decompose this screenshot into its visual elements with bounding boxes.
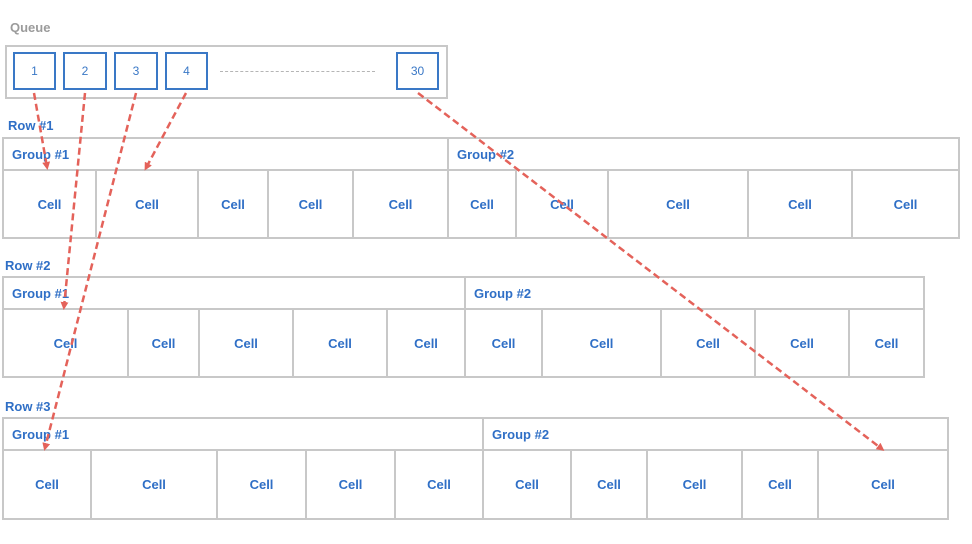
row1-g2-cell-3[interactable]: Cell bbox=[607, 169, 749, 239]
row1-g1-cell-5[interactable]: Cell bbox=[352, 169, 449, 239]
row1-g2-cell-1[interactable]: Cell bbox=[447, 169, 517, 239]
row3-g1-cell-1[interactable]: Cell bbox=[2, 449, 92, 520]
queue-item-4[interactable]: 4 bbox=[165, 52, 208, 90]
row-label-3: Row #3 bbox=[5, 399, 51, 414]
row3-g1-cell-4[interactable]: Cell bbox=[305, 449, 396, 520]
row3-g2-cell-1[interactable]: Cell bbox=[482, 449, 572, 520]
row2-group1-header: Group #1 bbox=[2, 276, 466, 310]
row2-g1-cell-3[interactable]: Cell bbox=[198, 308, 294, 378]
queue-item-1[interactable]: 1 bbox=[13, 52, 56, 90]
row2-g1-cell-4[interactable]: Cell bbox=[292, 308, 388, 378]
row2-g2-cell-4[interactable]: Cell bbox=[754, 308, 850, 378]
row3-g1-cell-2[interactable]: Cell bbox=[90, 449, 218, 520]
queue-item-3[interactable]: 3 bbox=[114, 52, 158, 90]
row2-g1-cell-5[interactable]: Cell bbox=[386, 308, 466, 378]
row-label-2: Row #2 bbox=[5, 258, 51, 273]
queue-item-30[interactable]: 30 bbox=[396, 52, 439, 90]
row3-g2-cell-4[interactable]: Cell bbox=[741, 449, 819, 520]
row1-g2-cell-4[interactable]: Cell bbox=[747, 169, 853, 239]
row1-g2-cell-2[interactable]: Cell bbox=[515, 169, 609, 239]
row1-g1-cell-3[interactable]: Cell bbox=[197, 169, 269, 239]
row2-g1-cell-1[interactable]: Cell bbox=[2, 308, 129, 378]
row2-group2-header: Group #2 bbox=[464, 276, 925, 310]
row-label-1: Row #1 bbox=[8, 118, 54, 133]
row3-g1-cell-5[interactable]: Cell bbox=[394, 449, 484, 520]
row3-group1-header: Group #1 bbox=[2, 417, 484, 451]
row3-g1-cell-3[interactable]: Cell bbox=[216, 449, 307, 520]
row3-group2-header: Group #2 bbox=[482, 417, 949, 451]
row1-g2-cell-5[interactable]: Cell bbox=[851, 169, 960, 239]
queue-title: Queue bbox=[10, 20, 51, 35]
row2-g2-cell-1[interactable]: Cell bbox=[464, 308, 543, 378]
row3-g2-cell-5[interactable]: Cell bbox=[817, 449, 949, 520]
row2-g2-cell-5[interactable]: Cell bbox=[848, 308, 925, 378]
row2-g1-cell-2[interactable]: Cell bbox=[127, 308, 200, 378]
row3-g2-cell-2[interactable]: Cell bbox=[570, 449, 648, 520]
row1-g1-cell-2[interactable]: Cell bbox=[95, 169, 199, 239]
row2-g2-cell-2[interactable]: Cell bbox=[541, 308, 662, 378]
row1-group2-header: Group #2 bbox=[447, 137, 960, 171]
queue-item-2[interactable]: 2 bbox=[63, 52, 107, 90]
row1-g1-cell-4[interactable]: Cell bbox=[267, 169, 354, 239]
queue-ellipsis bbox=[220, 71, 375, 72]
row2-g2-cell-3[interactable]: Cell bbox=[660, 308, 756, 378]
row3-g2-cell-3[interactable]: Cell bbox=[646, 449, 743, 520]
row1-group1-header: Group #1 bbox=[2, 137, 449, 171]
row1-g1-cell-1[interactable]: Cell bbox=[2, 169, 97, 239]
